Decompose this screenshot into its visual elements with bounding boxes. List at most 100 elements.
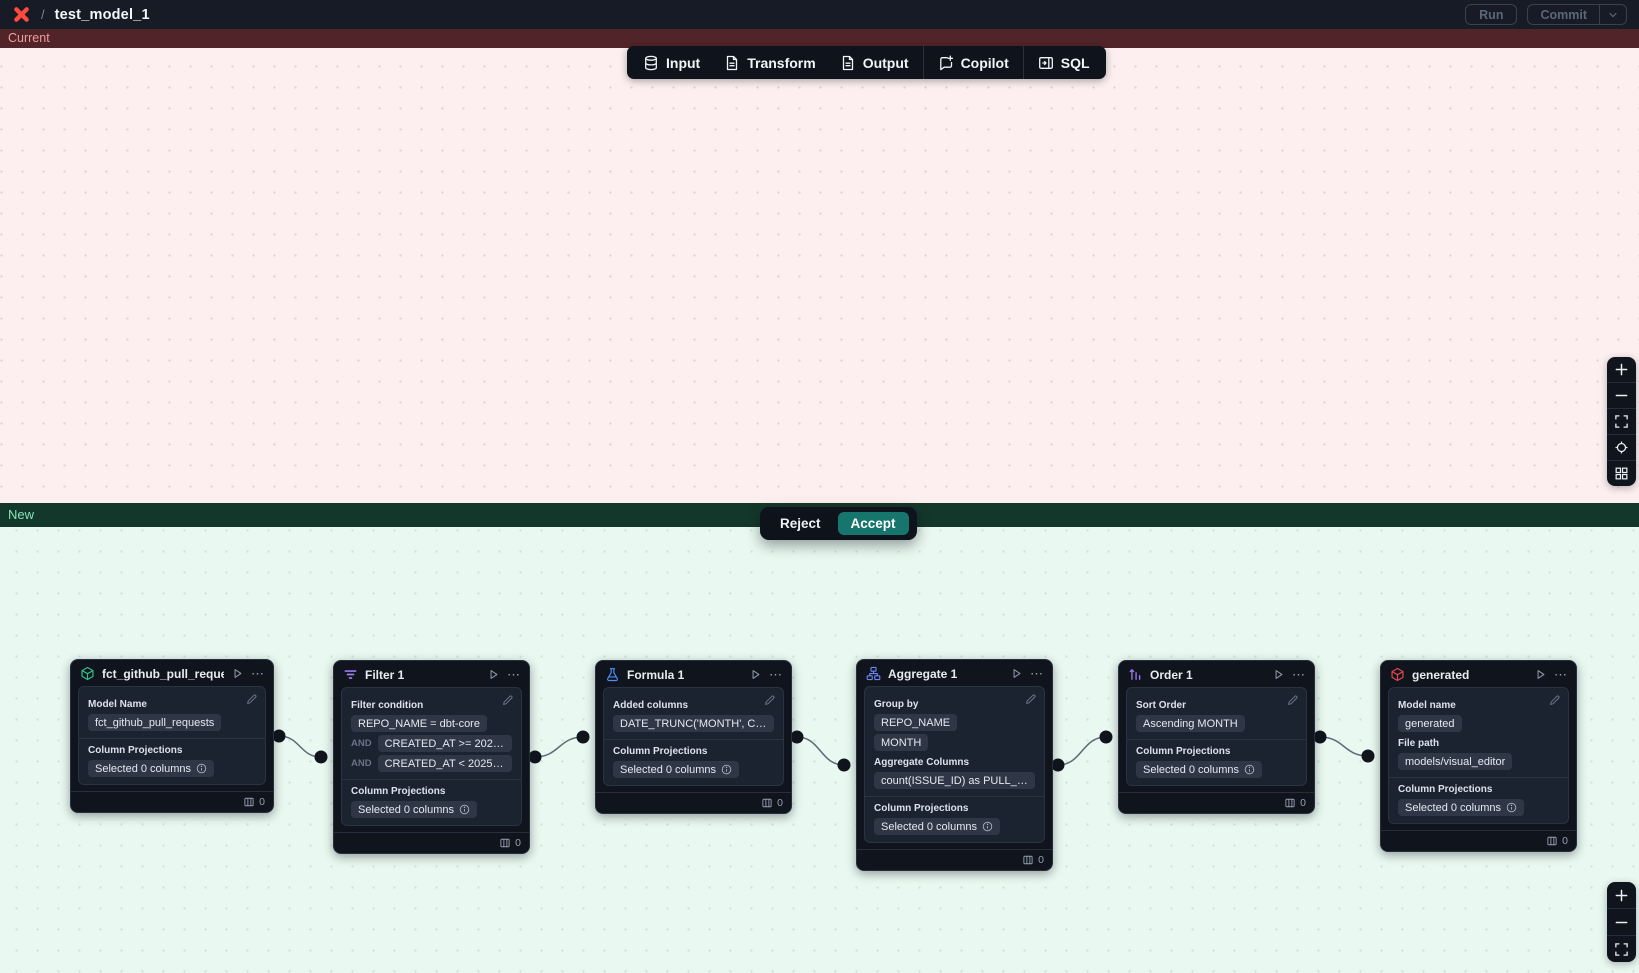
more-options-icon[interactable]: ⋯ [769, 666, 783, 682]
section-divider [342, 779, 521, 780]
toolbar-item-copilot[interactable]: Copilot [926, 46, 1021, 79]
input-port[interactable] [1099, 730, 1113, 744]
field-label: Column Projections [1136, 746, 1231, 757]
row-count: 0 [1038, 854, 1044, 866]
field-label: Column Projections [613, 746, 708, 757]
output-port[interactable] [272, 729, 286, 743]
edit-pencil-icon[interactable] [245, 693, 258, 711]
node-header: Aggregate 1 ⋯ [857, 660, 1052, 686]
info-icon [982, 821, 993, 832]
value-pill[interactable]: CREATED_AT < 2025-03-01 [377, 755, 512, 772]
zoom-in-button[interactable] [1607, 882, 1636, 908]
commit-dropdown-button[interactable] [1599, 5, 1626, 24]
field-label: Column Projections [351, 786, 446, 797]
value-pill[interactable]: Selected 0 columns [1398, 799, 1524, 816]
database-icon [643, 55, 659, 71]
new-canvas[interactable]: fct_github_pull_requests ⋯ Model Namefct… [0, 527, 1639, 973]
zoom-out-button[interactable] [1607, 909, 1636, 935]
locate-button[interactable] [1607, 435, 1636, 460]
more-options-icon[interactable]: ⋯ [251, 665, 265, 681]
flask-icon [605, 667, 620, 682]
play-icon[interactable] [1272, 668, 1285, 681]
zoom-out-button[interactable] [1607, 383, 1636, 408]
value-pill[interactable]: CREATED_AT >= 2024-12-01 [377, 735, 512, 752]
node-footer: 0 [71, 791, 273, 812]
current-canvas[interactable] [0, 48, 1639, 503]
value-pill[interactable]: generated [1398, 715, 1462, 732]
value-pill[interactable]: REPO_NAME = dbt-core [351, 715, 487, 732]
grid-button[interactable] [1607, 461, 1636, 486]
value-pill[interactable]: count(ISSUE_ID) as PULL_REQUEST_… [874, 772, 1035, 789]
node-footer: 0 [1381, 830, 1576, 851]
toolbar-item-label: Transform [747, 54, 816, 71]
node-aggregate-1[interactable]: Aggregate 1 ⋯ Group by REPO_NAME MONTH Aggr… [856, 659, 1053, 871]
edit-pencil-icon[interactable] [1548, 694, 1561, 712]
field-label: Group by [874, 699, 919, 710]
value-pill[interactable]: REPO_NAME [874, 714, 958, 731]
fit-view-button[interactable] [1607, 409, 1636, 434]
node-fct-github-pull-requests[interactable]: fct_github_pull_requests ⋯ Model Namefct… [70, 659, 274, 813]
output-port[interactable] [528, 750, 542, 764]
copilot-icon [938, 55, 954, 71]
reject-button[interactable]: Reject [780, 516, 821, 531]
input-port[interactable] [1361, 749, 1375, 763]
toolbar-item-sql[interactable]: SQL [1026, 46, 1102, 79]
value-pill[interactable]: DATE_TRUNC('MONTH', CREATED_AT… [613, 715, 774, 732]
value-pill[interactable]: Selected 0 columns [1136, 761, 1262, 778]
run-button[interactable]: Run [1465, 4, 1518, 25]
accept-button[interactable]: Accept [837, 512, 909, 535]
value-pill[interactable]: Selected 0 columns [613, 761, 739, 778]
section-divider [1389, 777, 1568, 778]
value-pill[interactable]: Selected 0 columns [874, 818, 1000, 835]
edit-pencil-icon[interactable] [1286, 694, 1299, 712]
node-title: Filter 1 [365, 667, 405, 682]
input-port[interactable] [314, 750, 328, 764]
fit-view-button[interactable] [1607, 936, 1636, 962]
value-row: models/visual_editor [1398, 753, 1559, 770]
edit-pencil-icon[interactable] [1024, 693, 1037, 711]
more-options-icon[interactable]: ⋯ [1292, 666, 1306, 682]
edit-pencil-icon[interactable] [501, 694, 514, 712]
value-pill[interactable]: fct_github_pull_requests [88, 714, 222, 731]
value-pill[interactable]: Selected 0 columns [88, 760, 214, 777]
output-port[interactable] [1051, 758, 1065, 772]
zoom-in-button[interactable] [1607, 357, 1636, 382]
edge [796, 736, 845, 766]
more-options-icon[interactable]: ⋯ [1554, 666, 1568, 682]
value-pill[interactable]: Ascending MONTH [1136, 715, 1245, 732]
field-label: Aggregate Columns [874, 757, 970, 768]
input-port[interactable] [837, 758, 851, 772]
play-icon[interactable] [487, 668, 500, 681]
play-icon[interactable] [231, 667, 244, 680]
play-icon[interactable] [1534, 668, 1547, 681]
input-port[interactable] [576, 730, 590, 744]
value-pill[interactable]: models/visual_editor [1398, 753, 1513, 770]
play-icon[interactable] [749, 668, 762, 681]
output-port[interactable] [1313, 730, 1327, 744]
toolbar-item-input[interactable]: Input [631, 46, 712, 79]
toolbar-item-transform[interactable]: Transform [712, 46, 827, 79]
value-pill[interactable]: MONTH [874, 734, 929, 751]
info-icon [1244, 764, 1255, 775]
play-icon[interactable] [1010, 667, 1023, 680]
more-options-icon[interactable]: ⋯ [507, 666, 521, 682]
commit-button[interactable]: Commit [1540, 7, 1587, 22]
value-pill-text: MONTH [881, 736, 922, 749]
value-pill[interactable]: Selected 0 columns [351, 801, 477, 818]
toolbar-item-output[interactable]: Output [828, 46, 921, 79]
edit-pencil-icon[interactable] [763, 694, 776, 712]
node-actions: ⋯ [487, 668, 521, 681]
current-section-label: Current [0, 29, 1639, 48]
more-options-icon[interactable]: ⋯ [1030, 665, 1044, 681]
output-port[interactable] [790, 730, 804, 744]
value-pill-text: REPO_NAME = dbt-core [358, 717, 480, 730]
columns-icon [244, 797, 254, 807]
value-pill-text: count(ISSUE_ID) as PULL_REQUEST_… [881, 774, 1028, 787]
edge [1057, 736, 1107, 766]
